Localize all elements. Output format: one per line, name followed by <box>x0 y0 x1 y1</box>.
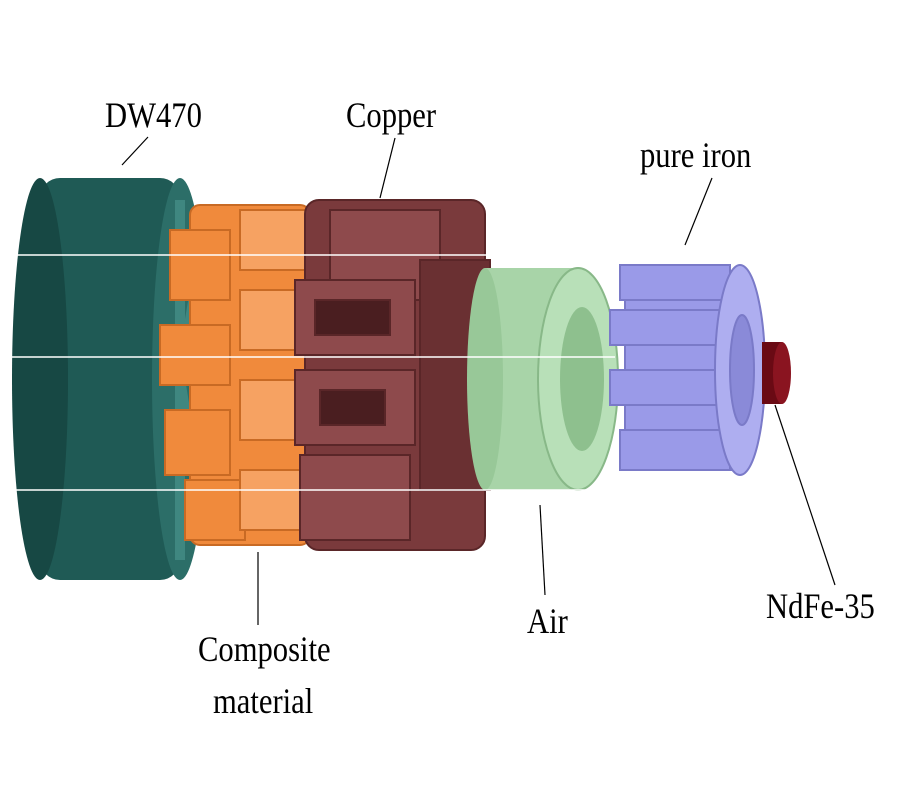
pure-iron-part <box>609 264 766 476</box>
label-copper: Copper <box>346 95 437 135</box>
label-composite-line1: Composite <box>198 629 331 669</box>
label-pure-iron: pure iron <box>640 135 752 175</box>
ndfe-part <box>762 342 791 404</box>
copper-part <box>294 199 491 551</box>
label-composite-line2: material <box>213 681 314 721</box>
leader-lines <box>121 136 836 625</box>
section-lines <box>0 254 615 491</box>
label-ndfe: NdFe-35 <box>766 586 875 626</box>
label-air: Air <box>527 601 568 641</box>
air-part <box>467 267 619 491</box>
label-dw470: DW470 <box>105 95 202 135</box>
